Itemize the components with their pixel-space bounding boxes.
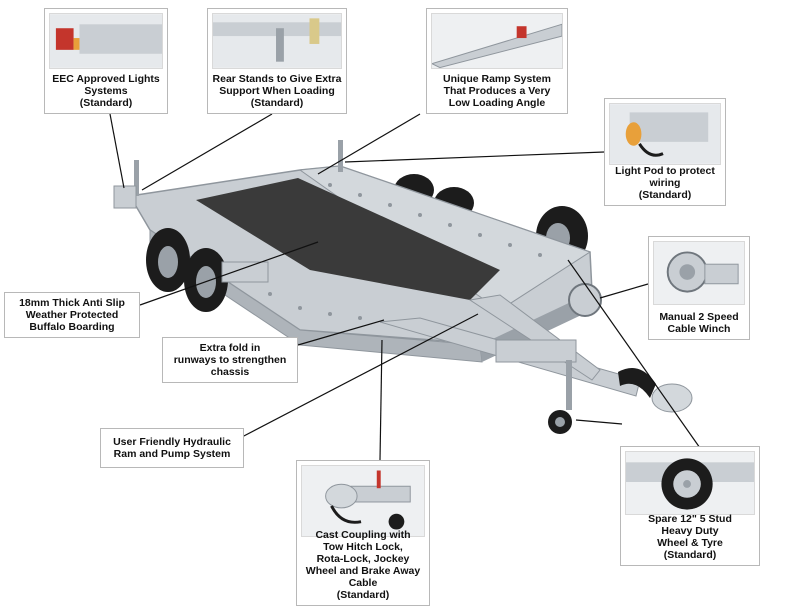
rear-stand-post-left	[134, 160, 139, 196]
callout-buffalo-boarding: 18mm Thick Anti Slip Weather Protected B…	[4, 292, 140, 338]
callout-hydraulic-ram: User Friendly Hydraulic Ram and Pump Sys…	[100, 428, 244, 468]
coupling-label: Cast Coupling with Tow Hitch Lock, Rota-…	[305, 529, 421, 601]
rear-stands-label: Rear Stands to Give Extra Support When L…	[212, 73, 342, 109]
boarding-label: 18mm Thick Anti Slip Weather Protected B…	[19, 297, 125, 333]
callout-cast-coupling: Cast Coupling with Tow Hitch Lock, Rota-…	[296, 460, 430, 606]
callout-ramp-system: Unique Ramp System That Produces a Very …	[426, 8, 568, 114]
rear-stands-thumbnail	[212, 13, 342, 69]
callout-spare-wheel: Spare 12" 5 Stud Heavy Duty Wheel & Tyre…	[620, 446, 760, 566]
rear-wheels	[394, 174, 588, 266]
coupling-head	[651, 383, 693, 413]
hydraulic-label: User Friendly Hydraulic Ram and Pump Sys…	[113, 436, 231, 460]
buffalo-boarding	[196, 178, 500, 300]
callout-winch: Manual 2 Speed Cable Winch	[648, 236, 750, 340]
trailer-deck	[128, 165, 593, 363]
front-wheels	[146, 228, 269, 312]
spare-wheel-label: Spare 12" 5 Stud Heavy Duty Wheel & Tyre…	[648, 513, 732, 561]
coupling-thumbnail	[301, 465, 425, 537]
rear-light	[113, 185, 137, 209]
jockey-wheel	[548, 410, 572, 434]
lights-thumbnail	[49, 13, 163, 69]
ramp-label: Unique Ramp System That Produces a Very …	[443, 73, 551, 109]
callout-rear-stands: Rear Stands to Give Extra Support When L…	[207, 8, 347, 114]
callout-runway-fold: Extra fold in runways to strengthen chas…	[162, 337, 298, 383]
light-pod-label: Light Pod to protect wiring (Standard)	[615, 165, 715, 201]
spare-wheel-thumbnail	[625, 451, 755, 515]
rear-stand-post	[338, 140, 343, 172]
lights-label: EEC Approved Lights Systems (Standard)	[52, 73, 160, 109]
ramp-thumbnail	[431, 13, 563, 69]
callout-eec-lights: EEC Approved Lights Systems (Standard)	[44, 8, 168, 114]
light-pod-thumbnail	[609, 103, 721, 165]
fold-label: Extra fold in runways to strengthen chas…	[173, 342, 287, 378]
winch-thumbnail	[653, 241, 745, 305]
winch-label: Manual 2 Speed Cable Winch	[659, 311, 739, 335]
callout-light-pod: Light Pod to protect wiring (Standard)	[604, 98, 726, 206]
winch	[568, 283, 602, 317]
drawbar	[379, 283, 693, 434]
